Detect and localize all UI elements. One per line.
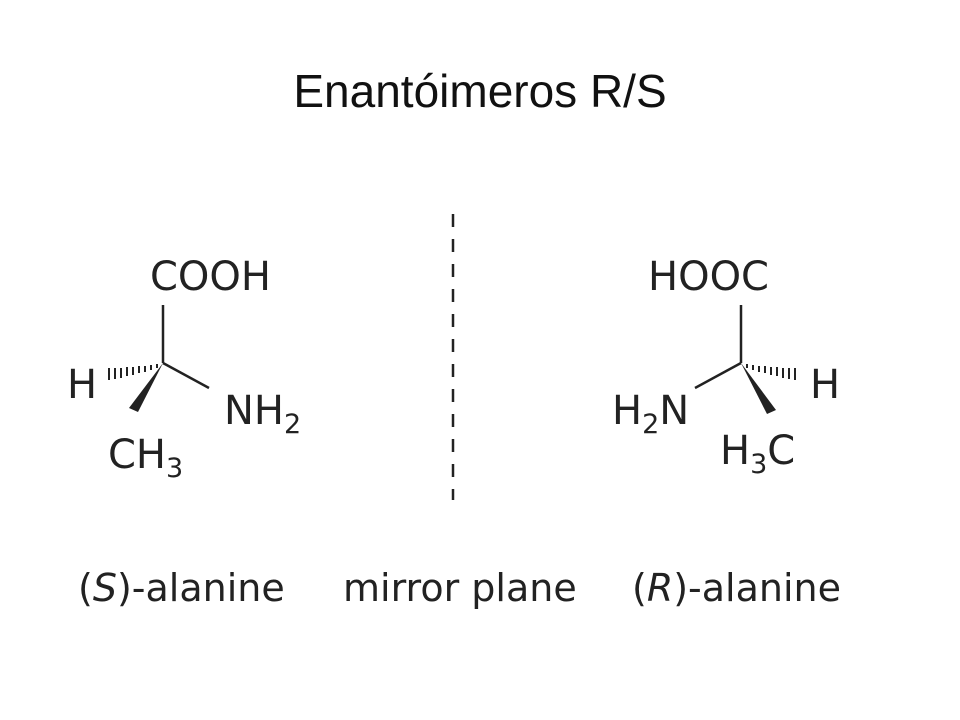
left-ch3-label: CH3	[108, 432, 183, 484]
right-h2n-label: H2N	[612, 388, 689, 440]
right-h3c-label: H3C	[720, 428, 795, 480]
right-h3c-end: C	[767, 428, 795, 474]
right-caption-open: (	[632, 566, 647, 610]
right-h2n-end: N	[659, 388, 689, 434]
right-h3c-sub: 3	[750, 449, 767, 480]
left-caption: (S)-alanine	[78, 566, 285, 610]
left-caption-open: (	[78, 566, 93, 610]
left-ch3-sub: 3	[166, 453, 183, 484]
right-caption-rest: )-alanine	[673, 566, 841, 610]
right-wedge-bond	[741, 363, 776, 414]
right-bond-h2n	[694, 361, 742, 390]
left-top-group: COOH	[150, 254, 271, 300]
right-h2n-sub: 2	[642, 409, 659, 440]
mirror-plane-label: mirror plane	[343, 566, 577, 610]
right-top-group: HOOC	[648, 254, 769, 300]
right-hashed-bond	[746, 364, 796, 380]
right-caption-config: R	[647, 566, 673, 610]
page-title: Enantóimeros R/S	[293, 65, 667, 117]
left-molecule: COOH H NH2 CH3	[67, 254, 301, 484]
left-ch3-main: CH	[108, 432, 166, 478]
left-hashed-bond	[108, 364, 158, 380]
left-bond-nh2	[162, 361, 210, 390]
left-caption-config: S	[93, 566, 117, 610]
left-nh2-label: NH2	[224, 388, 301, 440]
right-molecule: HOOC H H2N H3C	[612, 254, 840, 480]
left-nh2-main: NH	[224, 388, 284, 434]
right-h2n-main: H	[612, 388, 642, 434]
right-hashed-group: H	[810, 362, 840, 408]
left-wedge-bond	[129, 363, 163, 412]
left-nh2-sub: 2	[284, 409, 301, 440]
right-caption: (R)-alanine	[632, 566, 841, 610]
left-hashed-group: H	[67, 362, 97, 408]
right-h3c-main: H	[720, 428, 750, 474]
left-caption-rest: )-alanine	[117, 566, 285, 610]
